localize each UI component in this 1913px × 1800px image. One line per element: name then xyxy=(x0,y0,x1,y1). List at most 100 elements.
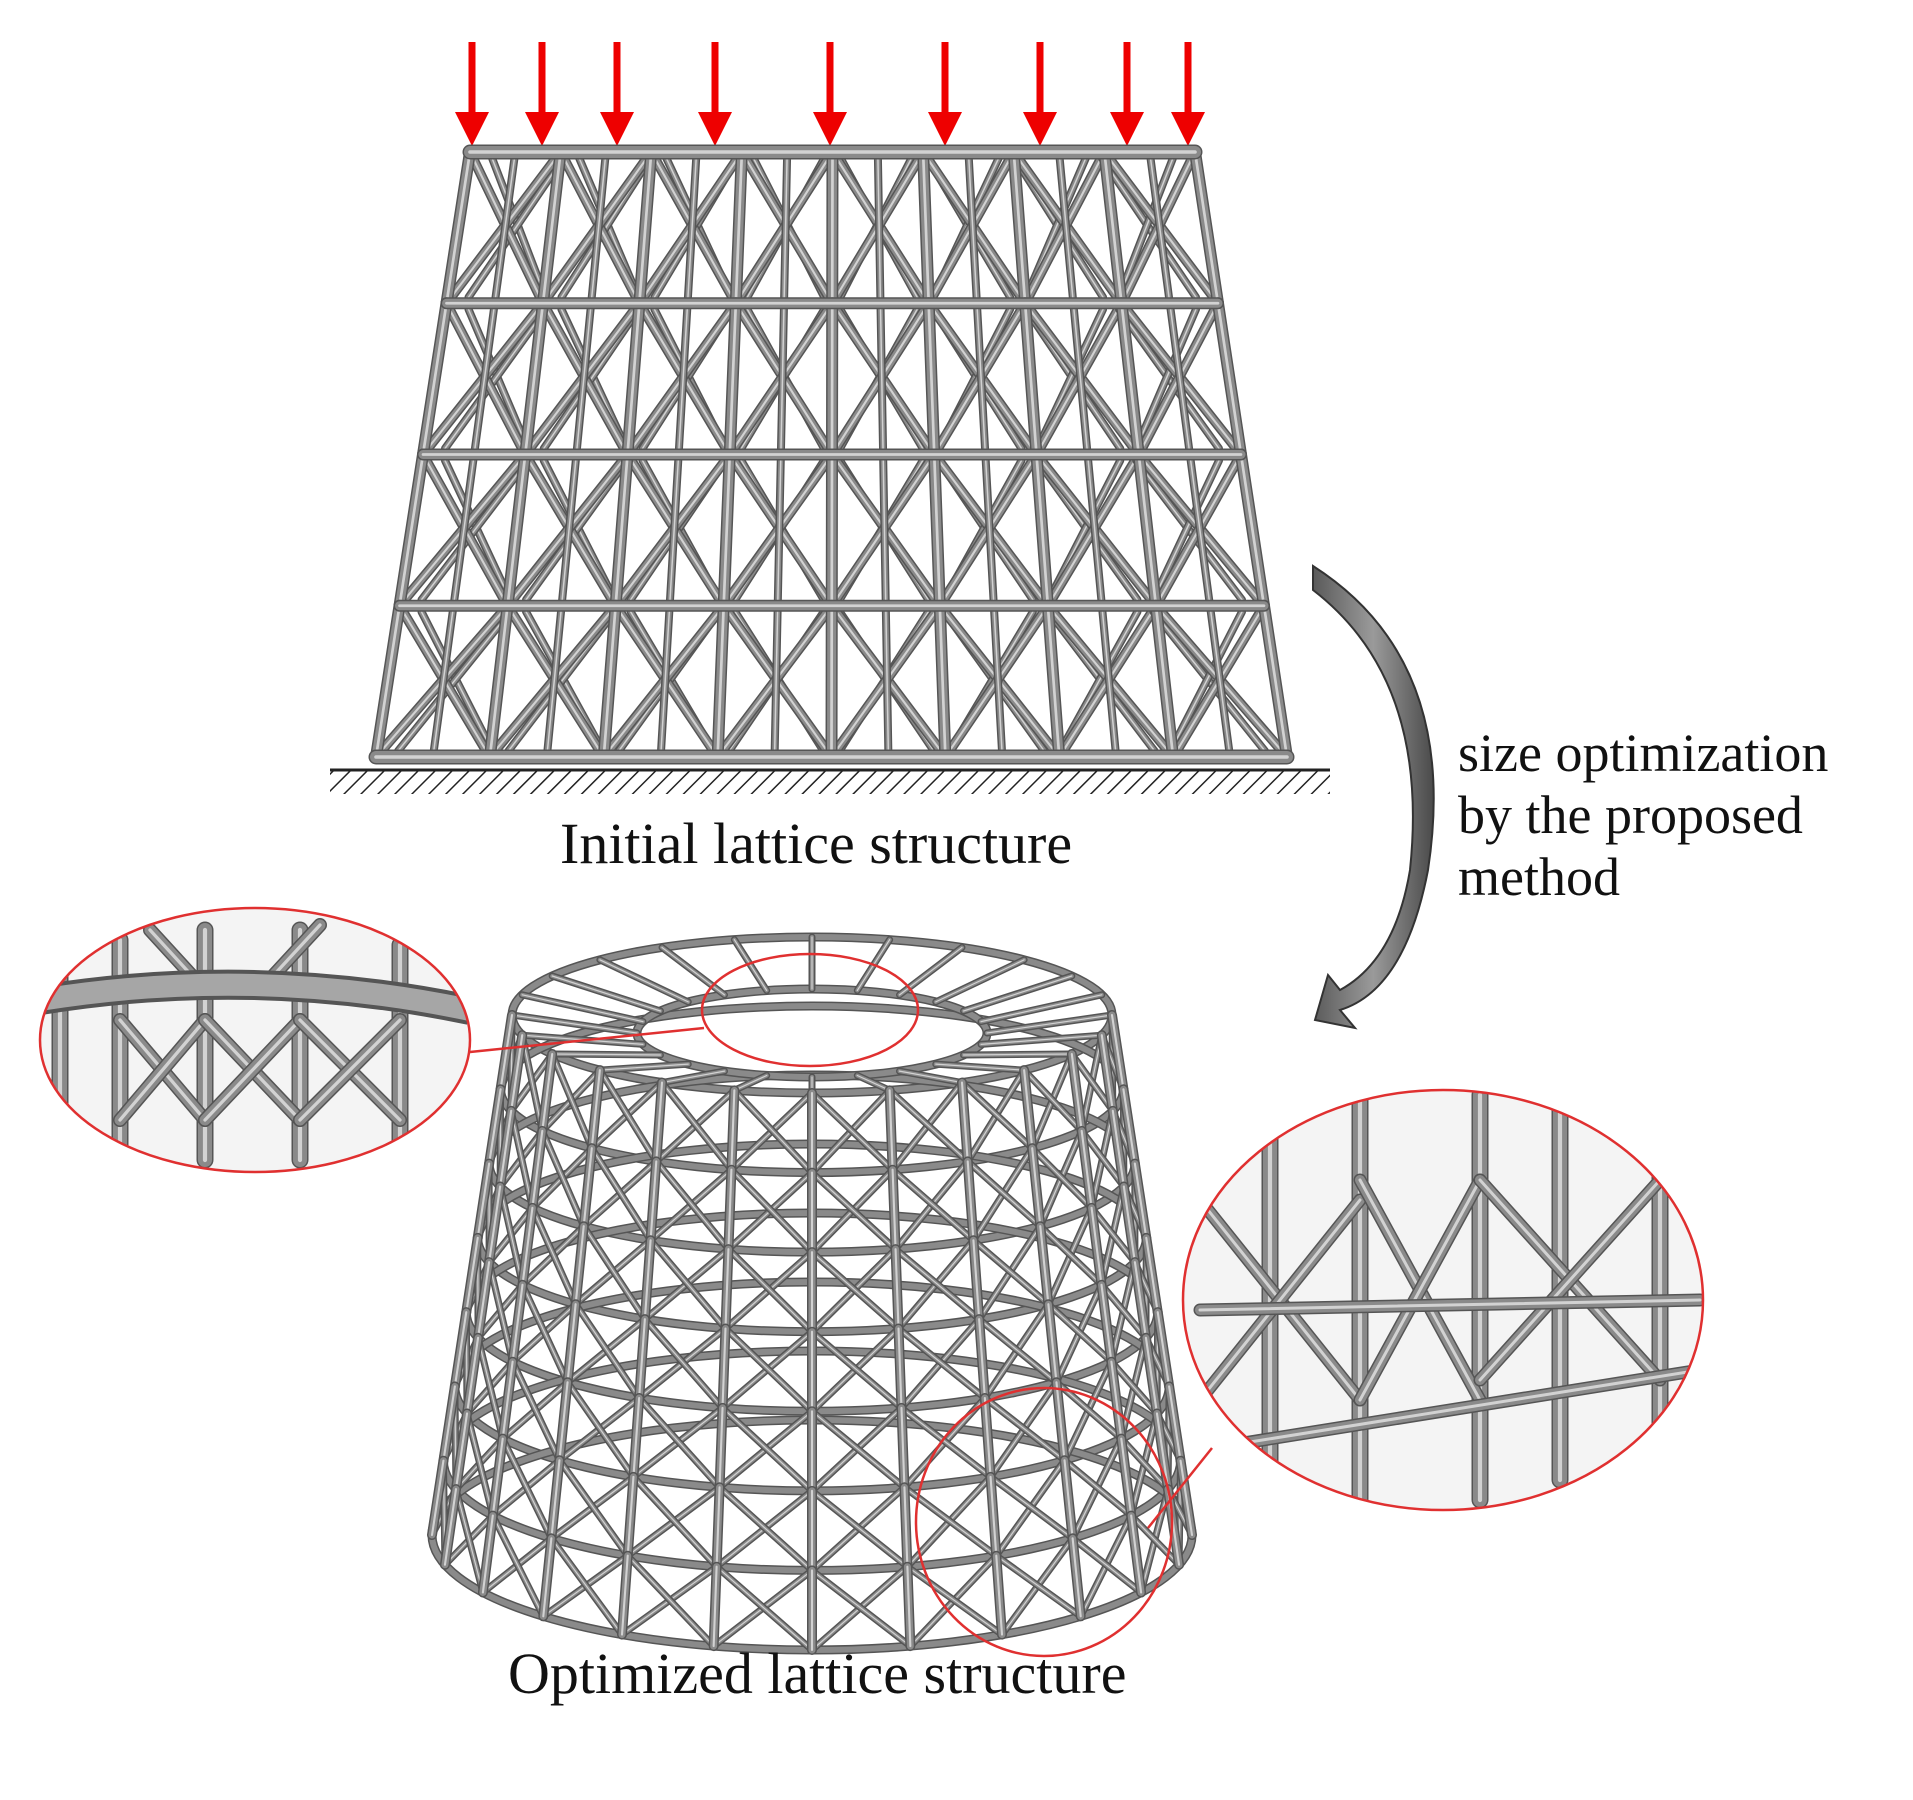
load-arrow xyxy=(600,42,634,146)
lattice-strut xyxy=(989,601,1007,761)
lattice-strut xyxy=(1019,1065,1038,1154)
lattice-strut xyxy=(452,1485,487,1596)
load-arrows xyxy=(455,42,1205,146)
lattice-strut xyxy=(537,1049,558,1136)
lattice-strut xyxy=(1149,456,1223,604)
optimized-lattice xyxy=(427,932,1197,1655)
initial-lattice xyxy=(368,144,1295,765)
lattice-strut xyxy=(884,1085,898,1175)
lattice-strut xyxy=(484,1181,506,1268)
lattice-strut xyxy=(554,1377,573,1466)
lattice-strut xyxy=(438,1381,460,1466)
lattice-strut xyxy=(1118,1181,1140,1268)
lattice-strut xyxy=(628,1393,645,1482)
lattice-strut xyxy=(730,1072,771,1094)
lattice-strut xyxy=(1043,1299,1062,1388)
lattice-strut xyxy=(968,1235,985,1325)
lattice-strut xyxy=(889,1166,977,1244)
lattice-strut xyxy=(652,1157,732,1253)
lattice-strut xyxy=(892,1245,983,1323)
lattice-strut xyxy=(1152,1307,1175,1392)
lattice-strut xyxy=(933,599,952,763)
lattice-strut xyxy=(770,601,782,761)
lattice-strut xyxy=(1193,1193,1367,1407)
lattice-strut xyxy=(1126,1510,1147,1598)
lattice-strut xyxy=(808,1328,905,1412)
lattice-strut xyxy=(417,456,532,604)
lattice-strut xyxy=(564,1378,637,1481)
lattice-strut xyxy=(1141,1232,1163,1318)
lattice-strut xyxy=(635,1394,724,1491)
lattice-strut xyxy=(658,943,728,999)
load-arrow xyxy=(455,42,489,146)
lattice-strut xyxy=(853,1072,894,1094)
lattice-strut xyxy=(464,154,568,302)
lattice-strut xyxy=(730,1086,816,1177)
lattice-strut xyxy=(647,1236,729,1333)
lattice-strut xyxy=(1164,1381,1186,1466)
lattice-strut xyxy=(633,146,658,310)
lattice-strut xyxy=(1088,1204,1139,1266)
lattice-strut xyxy=(555,1456,632,1560)
lattice-strut xyxy=(1007,146,1032,310)
lattice-strut xyxy=(974,1314,990,1404)
lattice-strut xyxy=(727,1166,816,1256)
lattice-strut xyxy=(462,1332,484,1419)
lattice-strut xyxy=(658,1079,735,1174)
lattice-strut xyxy=(572,1300,643,1402)
lattice-strut xyxy=(890,1244,904,1334)
lattice-strut xyxy=(474,1334,507,1443)
lattice-strut xyxy=(1127,1512,1183,1569)
lattice-strut xyxy=(536,146,567,310)
lattice-strut xyxy=(641,1315,727,1412)
lattice-strut xyxy=(730,936,771,994)
lattice-strut xyxy=(1061,1456,1135,1520)
lattice-strut xyxy=(975,1315,1060,1386)
lattice-strut xyxy=(621,297,646,461)
lattice-strut xyxy=(900,1483,1000,1560)
lattice-strut xyxy=(928,448,946,612)
lattice-strut xyxy=(808,1169,900,1253)
lattice-strut xyxy=(609,448,634,612)
lattice-strut xyxy=(1086,1202,1107,1290)
lattice-strut xyxy=(1020,1066,1086,1135)
lattice-strut xyxy=(1059,1455,1078,1544)
lattice-strut xyxy=(897,1404,995,1481)
lattice-strut xyxy=(808,1487,911,1571)
lattice-strut xyxy=(983,1011,1116,1037)
lattice-strut xyxy=(711,599,730,763)
lattice-strut xyxy=(546,1455,565,1544)
lattice-strut xyxy=(509,1358,563,1464)
lattice-strut xyxy=(428,601,458,761)
process-label: size optimization by the proposed method xyxy=(1458,722,1828,908)
lattice-strut xyxy=(716,1483,816,1574)
lattice-strut xyxy=(917,146,935,310)
lattice-strut xyxy=(683,148,701,308)
lattice-strut xyxy=(711,1482,725,1572)
lattice-strut xyxy=(780,148,792,308)
lattice-strut xyxy=(596,1066,660,1165)
lattice-strut xyxy=(587,148,610,308)
lattice-strut xyxy=(1067,1533,1086,1622)
lattice-strut xyxy=(665,450,683,610)
lattice-strut xyxy=(1068,1050,1117,1115)
lattice-strut xyxy=(991,1550,1007,1640)
lattice-strut xyxy=(957,1077,973,1167)
lattice-strut xyxy=(1166,607,1246,755)
lattice-strut xyxy=(1107,1105,1129,1192)
lattice-strut xyxy=(489,1512,547,1620)
lattice-strut xyxy=(985,1471,1002,1561)
lattice-strut xyxy=(439,1484,461,1570)
lattice-strut xyxy=(1118,1084,1140,1169)
lattice-strut xyxy=(485,1258,517,1366)
lattice-strut xyxy=(1027,1143,1046,1232)
load-arrow xyxy=(698,42,732,146)
lattice-strut xyxy=(808,1248,903,1333)
lattice-strut xyxy=(1116,1433,1137,1521)
lattice-strut xyxy=(1189,146,1224,310)
lattice-strut xyxy=(708,1561,722,1652)
load-arrow xyxy=(813,42,847,146)
lattice-strut xyxy=(501,448,532,612)
lattice-strut xyxy=(1205,601,1235,761)
process-label-line: method xyxy=(1458,847,1620,907)
